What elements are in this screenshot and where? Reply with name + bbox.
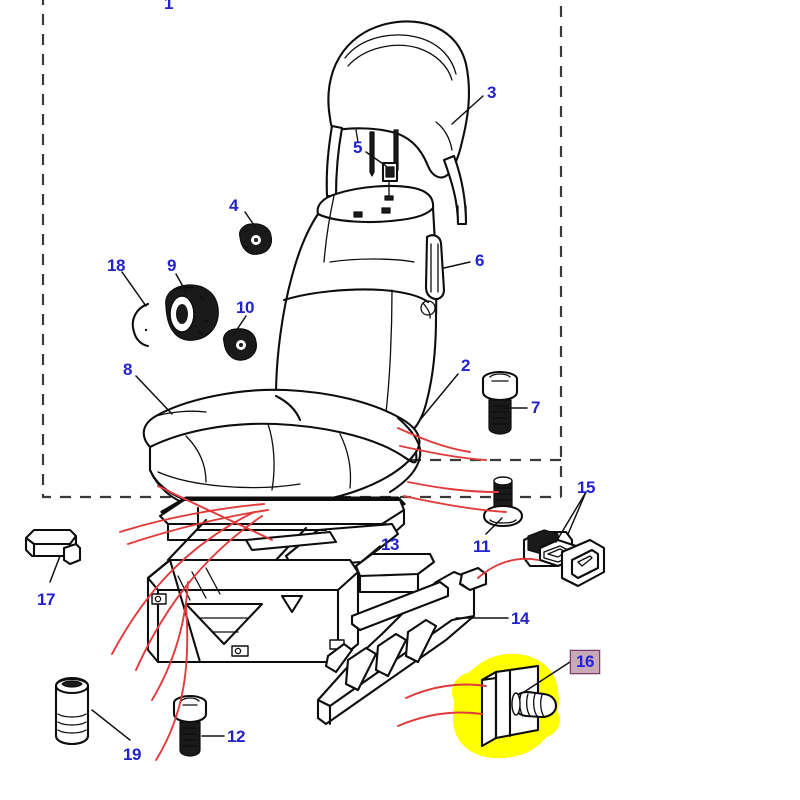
- trim-cap-bracket-part-17: [24, 528, 82, 566]
- callout-11[interactable]: 11: [473, 537, 490, 556]
- callout-19[interactable]: 19: [123, 745, 141, 764]
- leader-lines-red: [111, 427, 539, 761]
- callout-14[interactable]: 14: [511, 609, 529, 628]
- callout-18[interactable]: 18: [107, 256, 125, 275]
- seat-back: [274, 184, 438, 446]
- callout-1[interactable]: 1: [164, 0, 173, 13]
- callout-13[interactable]: 13: [381, 535, 399, 554]
- leader-lines-black: [49, 95, 587, 741]
- callout-6[interactable]: 6: [475, 251, 484, 270]
- callout-17[interactable]: 17: [37, 590, 55, 609]
- callout-5[interactable]: 5: [353, 138, 362, 157]
- callout-3[interactable]: 3: [487, 83, 496, 102]
- seat-base-frame-part-13: [146, 496, 436, 664]
- bolt-part-12: [172, 694, 208, 757]
- recliner-lever-part-6: [420, 234, 446, 319]
- callout-10[interactable]: 10: [236, 298, 254, 317]
- callout-2[interactable]: 2: [461, 356, 470, 375]
- latch-striker-part-15: [522, 529, 606, 588]
- recliner-knob-part-9: [165, 284, 219, 341]
- callout-4[interactable]: 4: [229, 196, 238, 215]
- callout-7[interactable]: 7: [531, 398, 540, 417]
- bush-sleeve-part-19: [54, 676, 90, 746]
- callout-16-highlighted[interactable]: 16: [570, 650, 600, 674]
- callout-12[interactable]: 12: [227, 727, 245, 746]
- knob-part-10: [223, 328, 257, 361]
- mounting-bracket-part-14: [316, 566, 488, 726]
- knob-part-4: [239, 223, 273, 255]
- callout-8[interactable]: 8: [123, 360, 132, 379]
- callout-15[interactable]: 15: [577, 478, 595, 497]
- circlip-part-18: [131, 302, 150, 348]
- bracket-with-bolt-part-16: [480, 664, 558, 748]
- bolt-part-7: [481, 370, 519, 435]
- callout-9[interactable]: 9: [167, 256, 176, 275]
- headrest-guide-part-5: [381, 161, 399, 201]
